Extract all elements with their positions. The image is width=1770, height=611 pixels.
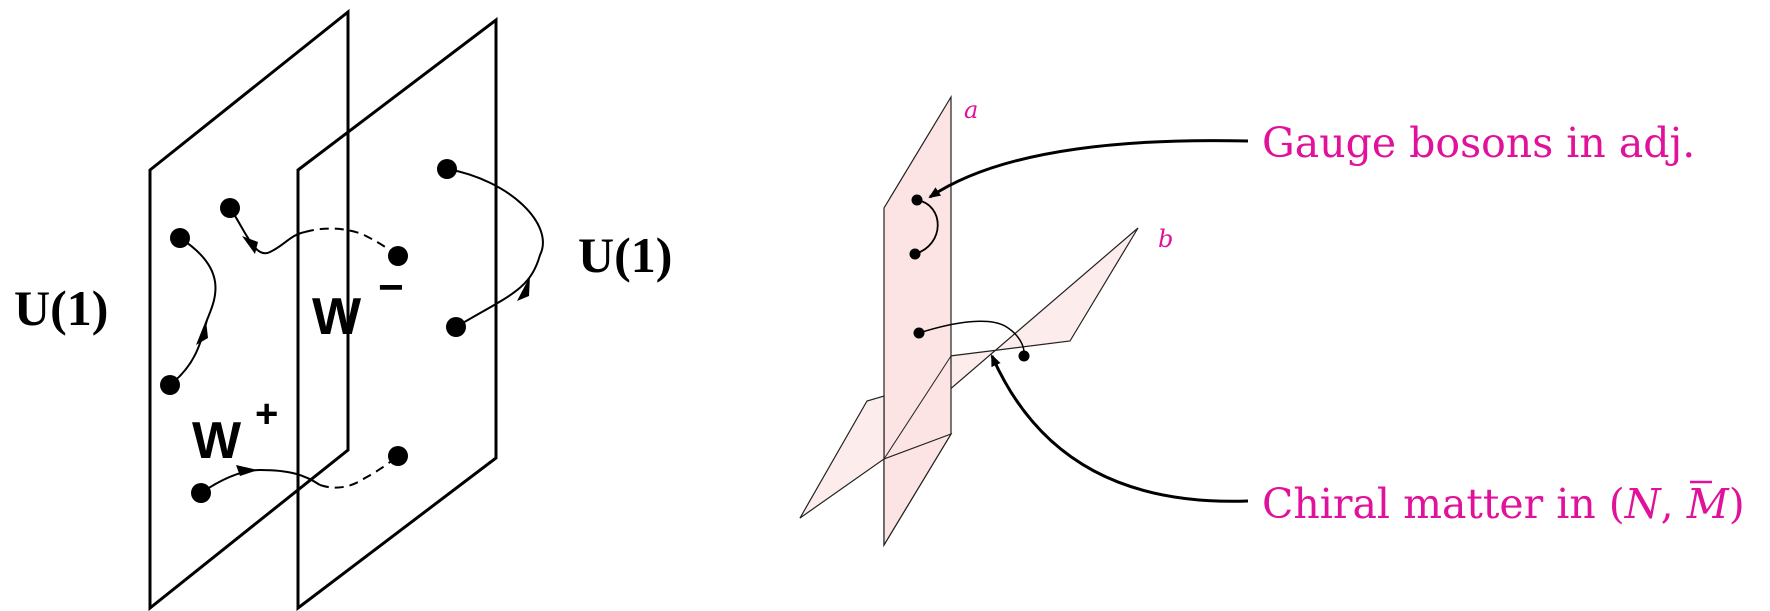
gauge-bosons-label: Gauge bosons in adj.	[1262, 119, 1695, 167]
label-u1-right: U(1)	[578, 227, 672, 283]
string-w-minus-dashed	[304, 227, 399, 257]
chiral-label-m: M	[1686, 480, 1730, 528]
string-endpoint-dot	[170, 228, 190, 248]
chiral-matter-label: Chiral matter in (N, M)	[1262, 480, 1745, 528]
string-endpoint-dot	[437, 159, 457, 179]
string-arrow-icon	[236, 465, 258, 476]
string-w-minus-solid	[229, 207, 306, 255]
string-endpoint-dot	[388, 246, 408, 266]
string-w-plus-solid	[200, 468, 321, 494]
chiral-label-suffix: )	[1729, 480, 1745, 528]
brane-b-label: b	[1158, 225, 1173, 253]
string-endpoint-dot	[909, 248, 921, 260]
left-diagram: U(1) U(1) W − W +	[14, 8, 672, 611]
right-diagram: a b Gauge bosons in adj. Chiral matter i…	[799, 94, 1745, 548]
label-w-plus: W	[192, 412, 242, 470]
chiral-string	[918, 320, 1025, 357]
string-arrow-icon	[517, 276, 530, 301]
brane-right-plane	[296, 16, 498, 611]
string-endpoint-dot	[911, 194, 923, 206]
chiral-callout-arrow	[990, 354, 1249, 503]
brane-b-front	[799, 395, 885, 519]
string-right-brane	[446, 168, 544, 328]
string-arrow-icon	[242, 236, 258, 254]
label-w-plus-sign: +	[255, 392, 278, 436]
string-left-brane	[169, 237, 217, 386]
string-w-plus-dashed	[319, 455, 399, 489]
label-u1-left: U(1)	[14, 280, 108, 336]
string-endpoint-dot	[1018, 350, 1030, 362]
intersection-line	[883, 355, 952, 460]
string-endpoint-dot	[388, 446, 408, 466]
string-endpoint-dot	[160, 375, 180, 395]
string-endpoint-dot	[913, 327, 925, 339]
string-endpoint-dot	[191, 483, 211, 503]
gauge-callout-arrow	[928, 139, 1249, 199]
brane-b-front-lower	[883, 432, 953, 548]
chiral-label-prefix: Chiral matter in (	[1262, 480, 1625, 528]
chiral-label-n: N	[1624, 480, 1663, 528]
string-endpoint-dot	[220, 198, 240, 218]
gauge-string	[914, 199, 939, 255]
chiral-label-sep: ,	[1661, 480, 1687, 528]
label-w-minus: W	[312, 288, 362, 346]
string-endpoint-dot	[446, 317, 466, 337]
label-w-minus-sign: −	[378, 263, 404, 312]
string-arrow-icon	[196, 320, 208, 345]
brane-a-label: a	[964, 96, 978, 124]
